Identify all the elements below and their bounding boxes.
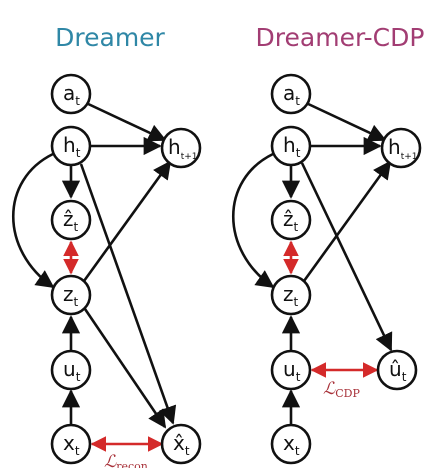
svg-text:ut: ut <box>283 357 301 384</box>
svg-text:ût: ût <box>389 357 407 384</box>
edge-h-to-uhat-cdp <box>300 162 393 352</box>
node-h-cdp: ht <box>270 125 312 167</box>
node-x: xt <box>50 423 92 465</box>
svg-text:ẑt: ẑt <box>63 207 79 234</box>
svg-text:xt: xt <box>283 431 300 458</box>
node-a-cdp: at <box>270 73 312 115</box>
svg-text:at: at <box>63 81 80 108</box>
node-u-cdp: ut <box>270 349 312 391</box>
dreamer-cdp-edges <box>231 100 393 425</box>
edge-h-to-z-curved <box>11 152 55 289</box>
node-uhat-cdp: ût <box>376 349 418 391</box>
svg-text:ht: ht <box>63 133 81 160</box>
svg-text:ẑt: ẑt <box>283 207 299 234</box>
edge-h-to-z-curved-cdp <box>231 152 275 289</box>
node-xhat: x̂t <box>160 423 202 465</box>
node-z-cdp: zt <box>270 274 312 316</box>
dreamer-edges <box>11 100 177 429</box>
edge-z-to-hnext-cdp <box>302 160 392 282</box>
svg-text:x̂t: x̂t <box>173 431 190 458</box>
svg-text:ht+1: ht+1 <box>388 135 417 162</box>
svg-text:ut: ut <box>63 357 81 384</box>
node-zhat-cdp: ẑt <box>270 199 312 241</box>
dreamer-panel: Dreamer ℒrecon at <box>11 23 202 468</box>
node-u: ut <box>50 349 92 391</box>
svg-text:at: at <box>283 81 300 108</box>
dreamer-cdp-panel: Dreamer-CDP ℒCDP at <box>231 23 425 465</box>
node-hnext-cdp: ht+1 <box>380 127 422 169</box>
node-zhat: ẑt <box>50 199 92 241</box>
dreamer-title: Dreamer <box>55 23 165 52</box>
edge-a-to-hnext-cdp <box>303 100 387 142</box>
svg-text:xt: xt <box>63 431 80 458</box>
dreamer-cdp-title: Dreamer-CDP <box>256 23 425 52</box>
node-hnext: ht+1 <box>160 127 202 169</box>
svg-text:ht: ht <box>283 133 301 160</box>
node-a: at <box>50 73 92 115</box>
recon-loss-label: ℒrecon <box>104 452 148 468</box>
svg-text:zt: zt <box>283 282 299 309</box>
dreamer-nodes: at ht ht+1 ẑt zt ut <box>50 73 202 465</box>
edge-z-to-hnext <box>82 160 172 282</box>
node-z: zt <box>50 274 92 316</box>
dreamer-loss-edges <box>63 240 164 452</box>
node-h: ht <box>50 125 92 167</box>
dreamer-cdp-nodes: at ht ht+1 ẑt zt ut <box>270 73 422 465</box>
svg-text:zt: zt <box>63 282 79 309</box>
dreamer-cdp-loss-edges <box>283 240 379 378</box>
edge-z-to-xhat <box>83 308 167 429</box>
node-x-cdp: xt <box>270 423 312 465</box>
edge-a-to-hnext <box>83 100 167 142</box>
edge-h-to-xhat <box>79 163 177 425</box>
svg-text:ht+1: ht+1 <box>168 135 197 162</box>
cdp-loss-label: ℒCDP <box>323 379 360 400</box>
